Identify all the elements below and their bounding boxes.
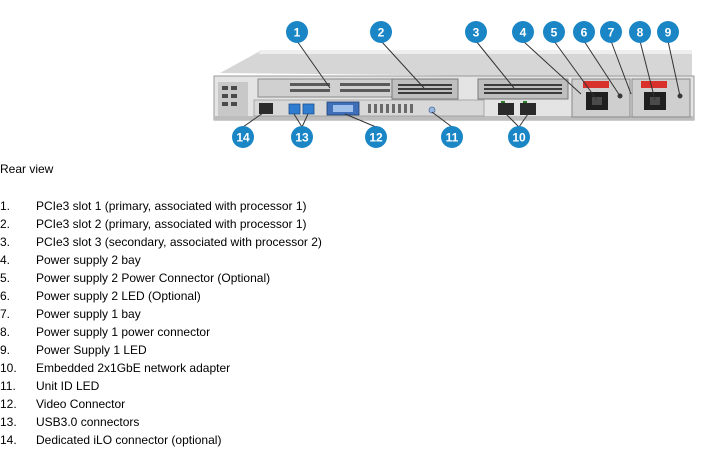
callout-1 <box>286 21 308 43</box>
callout-12 <box>365 126 387 148</box>
leader-lines <box>242 40 681 128</box>
server-rear-diagram: 1 2 3 4 5 6 7 8 9 10 11 12 13 14 <box>213 21 695 148</box>
chassis-bottom-edge <box>214 116 694 120</box>
legend-item: 5. Power supply 2 Power Connector (Option… <box>0 269 322 287</box>
legend-number: 10. <box>0 361 17 375</box>
callout-10-label: 10 <box>512 131 526 145</box>
callout-14 <box>232 126 254 148</box>
legend-item: 3. PCIe3 slot 3 (secondary, associated wi… <box>0 233 322 251</box>
legend-item: 10. Embedded 2x1GbE network adapter <box>0 359 322 377</box>
callout-9-label: 9 <box>665 26 672 40</box>
legend-number: 12. <box>0 397 17 411</box>
legend-number: 1. <box>0 199 11 213</box>
legend-number: 2. <box>0 217 11 231</box>
legend-number: 9. <box>0 343 11 357</box>
callout-5-label: 5 <box>551 26 558 40</box>
legend-number: 5. <box>0 271 11 285</box>
legend-number: 7. <box>0 307 11 321</box>
legend-label: PCIe3 slot 3 (secondary, associated with… <box>36 235 322 249</box>
callout-13 <box>291 126 313 148</box>
legend-label: Power supply 1 bay <box>36 307 141 321</box>
callout-7 <box>600 21 622 43</box>
callout-6 <box>573 21 595 43</box>
callout-11 <box>441 126 463 148</box>
psu-2-handle <box>583 81 609 88</box>
usb-port-2 <box>302 103 315 115</box>
legend-number: 4. <box>0 253 11 267</box>
legend-label: Video Connector <box>36 397 126 411</box>
callout-9 <box>657 21 679 43</box>
legend-item: 8. Power supply 1 power connector <box>0 323 322 341</box>
legend-label: Power supply 2 LED (Optional) <box>36 289 201 303</box>
legend-item: 14. Dedicated iLO connector (optional) <box>0 431 322 449</box>
uid-led <box>428 106 436 114</box>
legend-label: Unit ID LED <box>36 379 100 393</box>
nic-port-2 <box>520 103 536 115</box>
callout-14-label: 14 <box>236 131 250 145</box>
callout-7-label: 7 <box>608 26 615 40</box>
legend-number: 11. <box>0 379 16 393</box>
callout-8 <box>629 21 651 43</box>
callout-1-label: 1 <box>294 26 301 40</box>
legend-item: 9. Power Supply 1 LED <box>0 341 322 359</box>
callout-11-label: 11 <box>446 131 459 145</box>
callout-13-label: 13 <box>295 131 309 145</box>
legend-number: 13. <box>0 415 17 429</box>
callout-12-label: 12 <box>369 131 383 145</box>
legend-label: Dedicated iLO connector (optional) <box>36 433 222 447</box>
legend-item: 13. USB3.0 connectors <box>0 413 322 431</box>
callout-3 <box>465 21 487 43</box>
callout-3-label: 3 <box>473 26 480 40</box>
callout-2 <box>370 21 392 43</box>
callout-10 <box>508 126 530 148</box>
callout-6-label: 6 <box>581 26 588 40</box>
legend-item: 11. Unit ID LED <box>0 377 322 395</box>
nic-port-1 <box>498 103 514 115</box>
legend-item: 4. Power supply 2 bay <box>0 251 322 269</box>
legend-label: PCIe3 slot 1 (primary, associated with p… <box>36 199 307 213</box>
legend-item: 1. PCIe3 slot 1 (primary, associated with… <box>0 197 322 215</box>
legend-label: Embedded 2x1GbE network adapter <box>36 361 231 375</box>
legend-label: Power supply 2 Power Connector (Optional… <box>36 271 271 285</box>
usb-port-1 <box>288 103 301 115</box>
legend-number: 14. <box>0 433 17 447</box>
legend-label: Power supply 1 power connector <box>36 325 211 339</box>
legend-label: Power Supply 1 LED <box>36 343 147 357</box>
legend-item: 2. PCIe3 slot 2 (primary, associated with… <box>0 215 322 233</box>
legend-item: 12. Video Connector <box>0 395 322 413</box>
legend-label: Power supply 2 bay <box>36 253 141 267</box>
legend-number: 8. <box>0 325 11 339</box>
legend-label: USB3.0 connectors <box>36 415 140 429</box>
legend-item: 7. Power supply 1 bay <box>0 305 322 323</box>
callout-2-label: 2 <box>378 26 385 40</box>
legend-number: 6. <box>0 289 11 303</box>
callout-8-label: 8 <box>637 26 644 40</box>
chassis-top <box>220 50 692 78</box>
legend-number: 3. <box>0 235 11 249</box>
chassis-top-edge <box>258 50 692 54</box>
callout-4-label: 4 <box>520 26 527 40</box>
component-legend: 1. PCIe3 slot 1 (primary, associated with… <box>0 197 322 449</box>
callout-4 <box>512 21 534 43</box>
ilo-port <box>259 103 273 114</box>
legend-label: PCIe3 slot 2 (primary, associated with p… <box>36 217 307 231</box>
figure-caption: Rear view <box>0 162 54 176</box>
callout-5 <box>543 21 565 43</box>
legend-item: 6. Power supply 2 LED (Optional) <box>0 287 322 305</box>
psu-1-handle <box>641 81 667 88</box>
